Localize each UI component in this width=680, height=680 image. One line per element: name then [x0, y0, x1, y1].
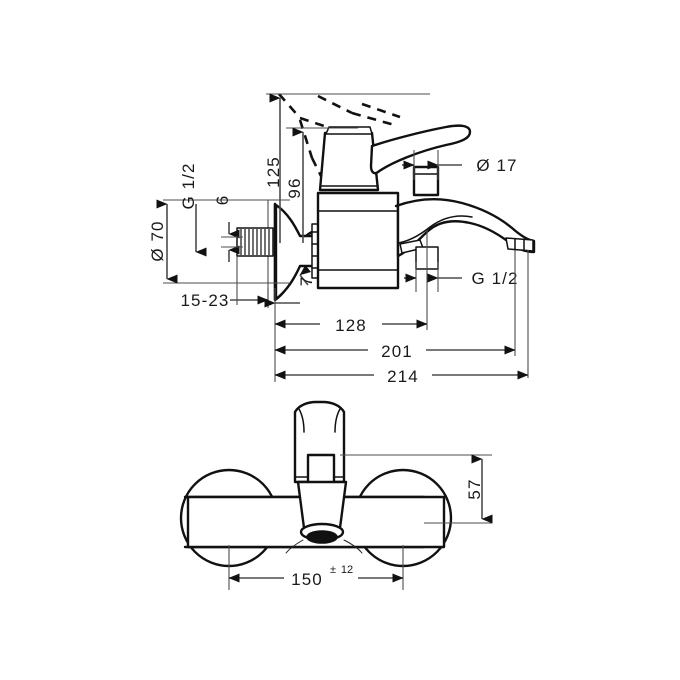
- dim-label-128-bg: [320, 313, 382, 335]
- front-aerator: [299, 522, 345, 544]
- leader-line-7: [299, 264, 312, 286]
- dim-label-125: 125: [264, 156, 283, 188]
- dim-label-57: 57: [465, 478, 484, 499]
- spray-line-left: [285, 539, 304, 554]
- dim-label-d70: Ø 70: [148, 220, 167, 261]
- lever-arm: [369, 124, 472, 175]
- threaded-inlet-connector: [236, 227, 274, 257]
- dim-label-150: 150: [291, 570, 323, 589]
- dim-label-201: 201: [381, 342, 413, 361]
- front-neck-square: [306, 453, 336, 485]
- lever-handle-housing: [318, 126, 380, 192]
- dim-label-128: 128: [335, 316, 367, 335]
- dim-label-6: 6: [213, 195, 232, 206]
- lever-pivot-stub: [412, 165, 440, 197]
- dim-label-214: 214: [387, 367, 419, 386]
- dim-label-1523: 15-23: [181, 291, 230, 310]
- dim-label-150-tolerance-sign: ±: [330, 564, 336, 576]
- front-elevation-view: [179, 400, 453, 568]
- spray-line-right: [343, 539, 363, 554]
- dim-label-150-tolerance-value: 12: [341, 564, 353, 576]
- side-view-dimensions: 125 96 Ø 70 G 1/2 6 15-23: [148, 93, 529, 386]
- spout: [394, 197, 536, 258]
- front-spout-base: [296, 480, 348, 530]
- dim-label-7: 7: [297, 276, 316, 287]
- dim-label-96: 96: [285, 177, 304, 198]
- dim-label-g12-bottom: G 1/2: [471, 269, 518, 288]
- dim-label-201-bg: [368, 339, 426, 361]
- dim-label-d17: Ø 17: [476, 156, 517, 175]
- front-view-dimensions: 57 150 ± 12: [228, 454, 493, 590]
- mixer-body: [316, 191, 400, 290]
- dim-label-150-bg: [284, 565, 358, 589]
- side-elevation-view: [236, 93, 536, 302]
- dim-label-214-bg: [374, 364, 432, 386]
- dim-label-g12-top: G 1/2: [179, 162, 198, 209]
